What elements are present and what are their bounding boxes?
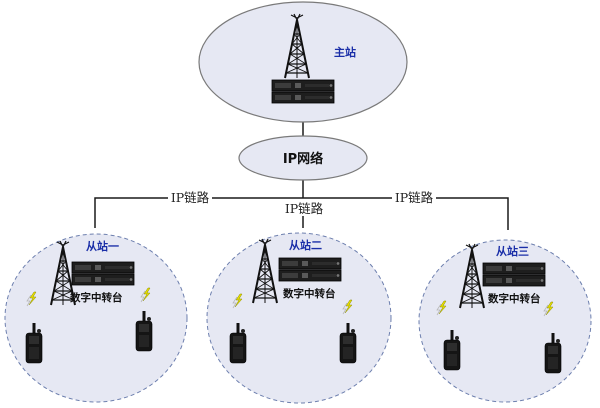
ip-network: IP网络 <box>239 136 367 180</box>
link-labels: IP链路 IP链路 IP链路 <box>168 190 436 216</box>
link-label-left: IP链路 <box>171 190 210 205</box>
main-station-label: 主站 <box>334 45 356 59</box>
link-label-center: IP链路 <box>285 201 324 216</box>
main-station: 主站 <box>199 2 407 122</box>
sub-station-label: 从站三 <box>496 244 529 258</box>
repeater-label: 数字中转台 <box>282 287 336 300</box>
sub-station-label: 从站一 <box>86 239 119 253</box>
ip-network-label: IP网络 <box>283 151 323 167</box>
link-label-right: IP链路 <box>395 190 434 205</box>
sub-station-label: 从站二 <box>289 238 322 252</box>
repeater-label: 数字中转台 <box>487 292 541 305</box>
sub-station-ellipse <box>5 234 187 402</box>
sub-station-1: 从站一 数字中转台 <box>5 234 187 402</box>
sub-station-3: 从站三 数字中转台 <box>419 240 591 402</box>
sub-station-2: 从站二 数字中转台 <box>207 233 391 403</box>
repeater-label: 数字中转台 <box>69 291 123 304</box>
